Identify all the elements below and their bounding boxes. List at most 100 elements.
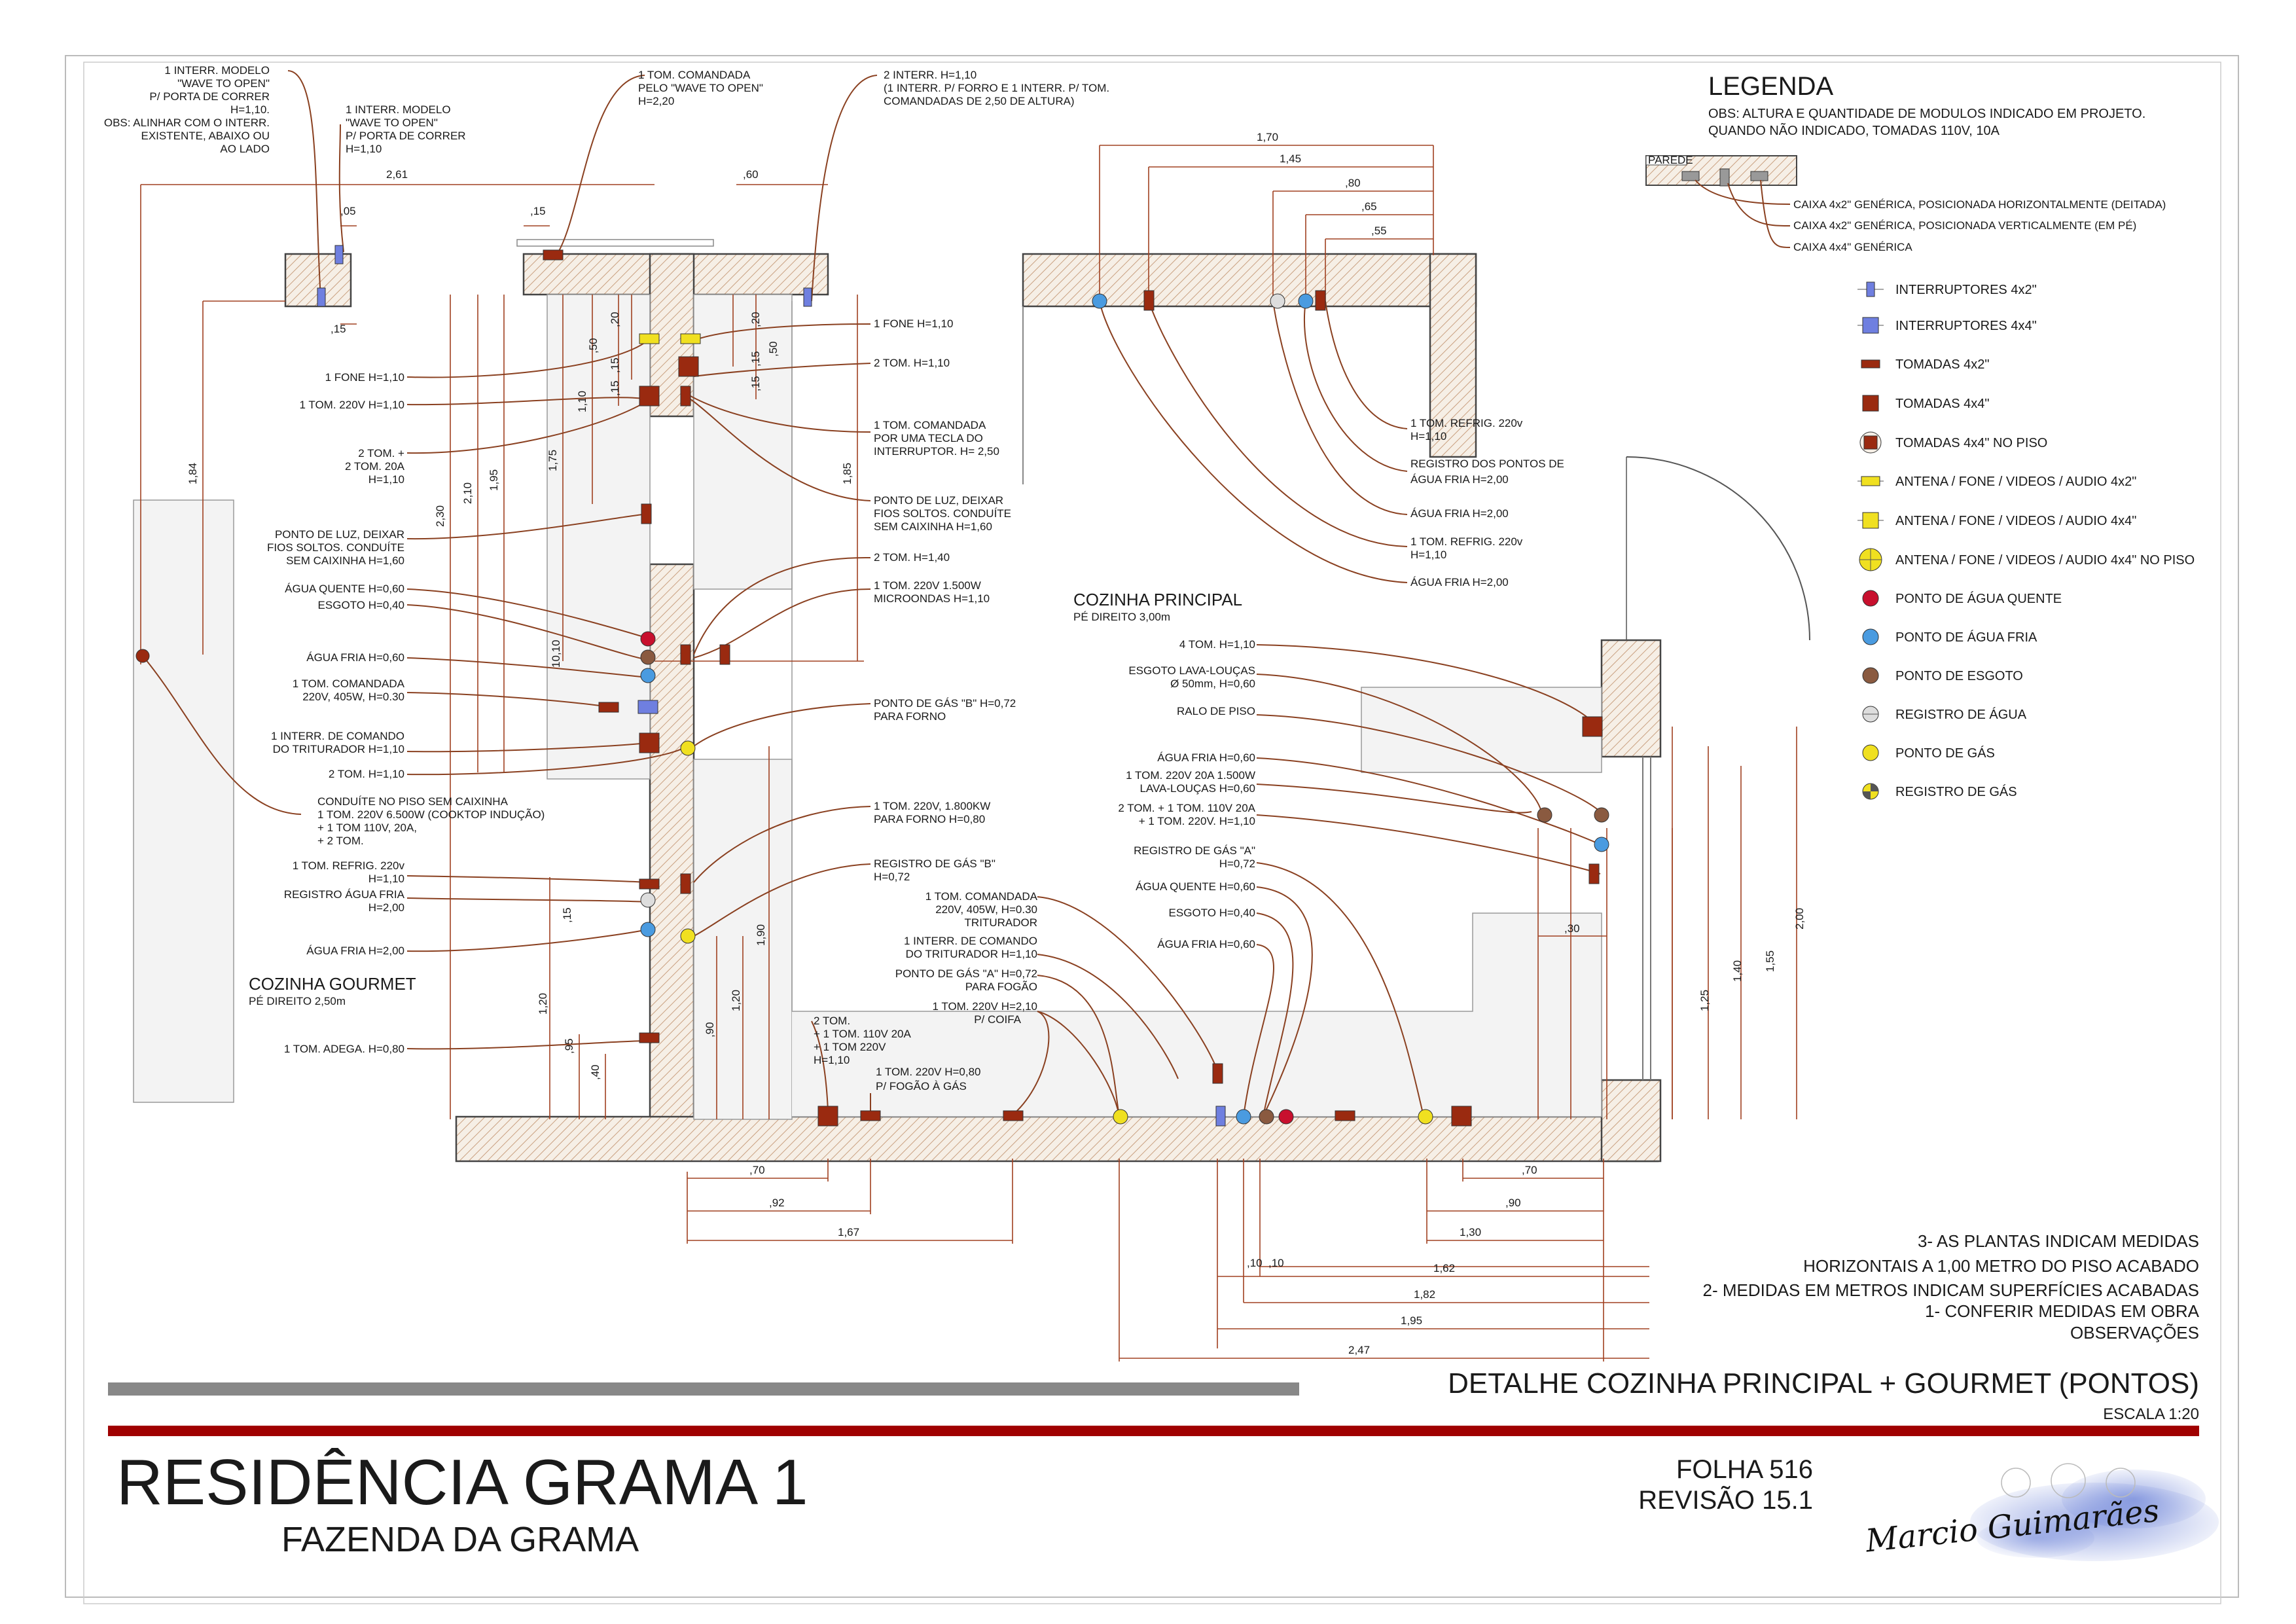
legend-item: REGISTRO DE GÁS (1862, 783, 2017, 800)
annotation: H=1,10 (346, 143, 382, 155)
revision: REVISÃO 15.1 (1638, 1485, 1813, 1515)
title-block: DETALHE COZINHA PRINCIPAL + GOURMET (PON… (108, 1367, 2219, 1561)
room-ceiling-gourmet: PÉ DIREITO 2,50m (249, 995, 346, 1007)
cold-water-point (640, 922, 656, 937)
legend-item: PONTO DE GÁS (1862, 744, 1995, 761)
annotation: 1 TOM. REFRIG. 220v (293, 859, 405, 872)
annotation: TRITURADOR (965, 916, 1037, 929)
dimension-lines (140, 145, 1797, 1362)
annotation: 1 TOM. REFRIG. 220v (1410, 417, 1523, 429)
dim-text: ,30 (1564, 922, 1580, 935)
sewage-icon (1862, 667, 1879, 684)
annotation: P/ COIFA (974, 1013, 1021, 1026)
annotation: FIOS SOLTOS. CONDUÍTE (267, 541, 404, 554)
dim-text: 1,90 (755, 924, 767, 946)
legend: LEGENDA OBS: ALTURA E QUANTIDADE DE MODU… (1645, 72, 2195, 800)
annotation: H=1,10 (814, 1054, 850, 1066)
outlet-4x2-symbol (641, 503, 652, 524)
annotation: LAVA-LOUÇAS H=0,60 (1139, 782, 1255, 795)
gas-point (1113, 1109, 1128, 1125)
legend-item-label: PONTO DE GÁS (1895, 746, 1995, 761)
cold-water-point (1092, 293, 1107, 309)
annotation: EXISTENTE, ABAIXO OU (141, 130, 270, 142)
project-name: RESIDÊNCIA GRAMA 1 (117, 1446, 808, 1518)
annotation: H=1,10 (1410, 549, 1446, 561)
legend-item: ANTENA / FONE / VIDEOS / AUDIO 4x2" (1857, 475, 2136, 489)
annotation: H=1,10 (368, 473, 404, 486)
legend-item: ANTENA / FONE / VIDEOS / AUDIO 4x4" NO P… (1859, 548, 2195, 571)
annotation: 1 FONE H=1,10 (325, 371, 404, 384)
annotation: DO TRITURADOR H=1,10 (273, 743, 404, 755)
legend-item: INTERRUPTORES 4x4" (1857, 317, 2037, 334)
dim-text: 1,30 (1460, 1226, 1481, 1238)
dim-text: ,20 (749, 312, 762, 327)
annotation: ÁGUA FRIA H=2,00 (1410, 576, 1509, 588)
legend-box-type: CAIXA 4x2" GENÉRICA, POSICIONADA HORIZON… (1793, 198, 2166, 211)
legend-box-type: CAIXA 4x2" GENÉRICA, POSICIONADA VERTICA… (1793, 219, 2136, 232)
legend-item-label: TOMADAS 4x4" NO PISO (1895, 436, 2047, 450)
outlet-4x2-symbol (1212, 1063, 1223, 1084)
outlet-4x2-symbol (719, 644, 730, 665)
dim-text: ,90 (704, 1022, 716, 1038)
dim-text: 1,95 (488, 469, 500, 491)
switch-4x2-symbol (334, 245, 344, 264)
legend-item-label: INTERRUPTORES 4x2" (1895, 283, 2037, 297)
annotation: INTERRUPTOR. H= 2,50 (874, 445, 999, 458)
right-top-labels: 1 TOM. REFRIG. 220v H=1,10 REGISTRO DOS … (1410, 417, 1564, 588)
dim-text: ,95 (563, 1038, 575, 1054)
outlet-4x2-symbol (1335, 1110, 1355, 1121)
top-labels-2: 1 INTERR. MODELO "WAVE TO OPEN" P/ PORTA… (346, 69, 1109, 155)
switch-4x2-symbol (317, 287, 326, 307)
outlet-4x4-symbol (678, 356, 699, 377)
outlet-4x2-symbol (598, 702, 619, 713)
top-labels: 1 INTERR. MODELO "WAVE TO OPEN" P/ PORTA… (104, 64, 270, 155)
dim-text: 1,20 (730, 990, 742, 1011)
left-labels: 1 FONE H=1,10 1 TOM. 220V H=1,10 2 TOM. … (267, 371, 405, 1055)
dim-text: ,80 (1345, 177, 1361, 189)
legend-item: REGISTRO DE ÁGUA (1862, 706, 2027, 723)
legend-item: ANTENA / FONE / VIDEOS / AUDIO 4x4" (1857, 512, 2136, 529)
annotation: + 1 TOM 220V (814, 1041, 886, 1053)
sewage-point (1259, 1109, 1274, 1125)
annotation: "WAVE TO OPEN" (346, 117, 438, 129)
dim-text: ,05 (340, 205, 356, 217)
note-line: 2- MEDIDAS EM METROS INDICAM SUPERFÍCIES… (1703, 1280, 2199, 1300)
dim-text: ,15 (609, 380, 621, 396)
gas-valve-symbol (1418, 1109, 1433, 1125)
outlet-4x2-symbol (1588, 863, 1600, 884)
dim-text: ,90 (1505, 1197, 1521, 1209)
annotation: 1 TOM. 220V 20A 1.500W (1126, 769, 1255, 782)
dim-text: 1,10 (576, 391, 588, 412)
outlet-4x4-symbol (639, 386, 660, 406)
annotation: REGISTRO DOS PONTOS DE (1410, 458, 1564, 470)
legend-item: PONTO DE ÁGUA QUENTE (1862, 590, 2062, 607)
annotation: H=0,72 (874, 871, 910, 883)
drawing-title: DETALHE COZINHA PRINCIPAL + GOURMET (PON… (1448, 1367, 2199, 1399)
annotation: 1 INTERR. DE COMANDO (271, 730, 404, 742)
annotation: 2 TOM. 20A (345, 460, 405, 473)
annotation: 1 TOM. COMANDADA (638, 69, 751, 81)
switch-4x2-symbol (803, 287, 812, 307)
sheet-number: FOLHA 516 (1676, 1455, 1813, 1484)
dim-text: ,10 (1268, 1257, 1284, 1269)
dim-text: ,10 (1247, 1257, 1263, 1269)
cold-water-point (1298, 293, 1314, 309)
dim-text: ,70 (1522, 1164, 1537, 1176)
annotation: REGISTRO ÁGUA FRIA (284, 888, 405, 901)
leader-lines (142, 70, 1601, 1117)
annotation: H=2,20 (638, 95, 674, 107)
annotation: + 2 TOM. (317, 835, 364, 847)
annotation: "WAVE TO OPEN" (177, 77, 270, 90)
cold-water-point (1236, 1109, 1251, 1125)
right-labels: 4 TOM. H=1,10 ESGOTO LAVA-LOUÇAS Ø 50mm,… (1118, 638, 1255, 950)
annotation: 1 TOM. COMANDADA (293, 677, 405, 690)
av-4x2-symbol (680, 333, 701, 344)
av-4x2-icon (1861, 476, 1880, 486)
outlet-4x2-symbol (680, 644, 691, 665)
dim-text: ,70 (749, 1164, 765, 1176)
dim-text: ,15 (749, 376, 762, 391)
annotation: 1 TOM. 220V, 1.800KW (874, 800, 990, 812)
annotation: 2 TOM. + (358, 447, 404, 460)
dim-text: 2,10 (461, 482, 474, 504)
